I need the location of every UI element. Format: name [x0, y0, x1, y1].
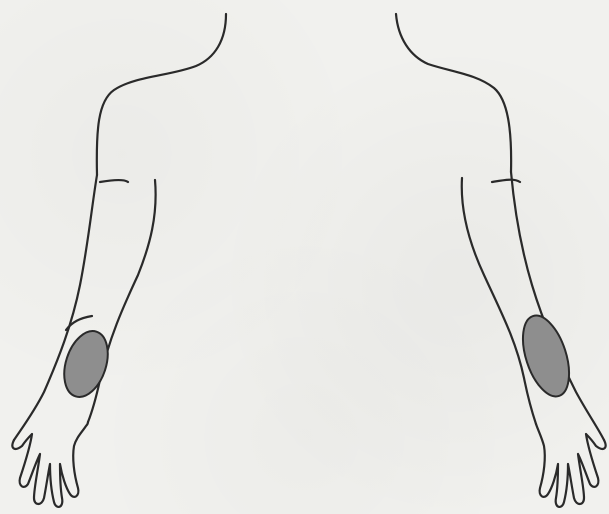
left-arm [12, 14, 226, 507]
left-outer-arm-line [14, 175, 97, 440]
left-hand [12, 422, 88, 507]
right-armpit-fold [492, 180, 520, 182]
right-arm [396, 14, 606, 507]
left-armpit-fold [100, 180, 128, 182]
left-neck-shoulder-line [97, 14, 226, 175]
right-inner-arm-line [462, 178, 536, 424]
right-hand [536, 424, 606, 507]
right-shaded-region [514, 310, 578, 402]
right-outer-arm-line [511, 172, 604, 440]
right-neck-shoulder-line [396, 14, 511, 172]
